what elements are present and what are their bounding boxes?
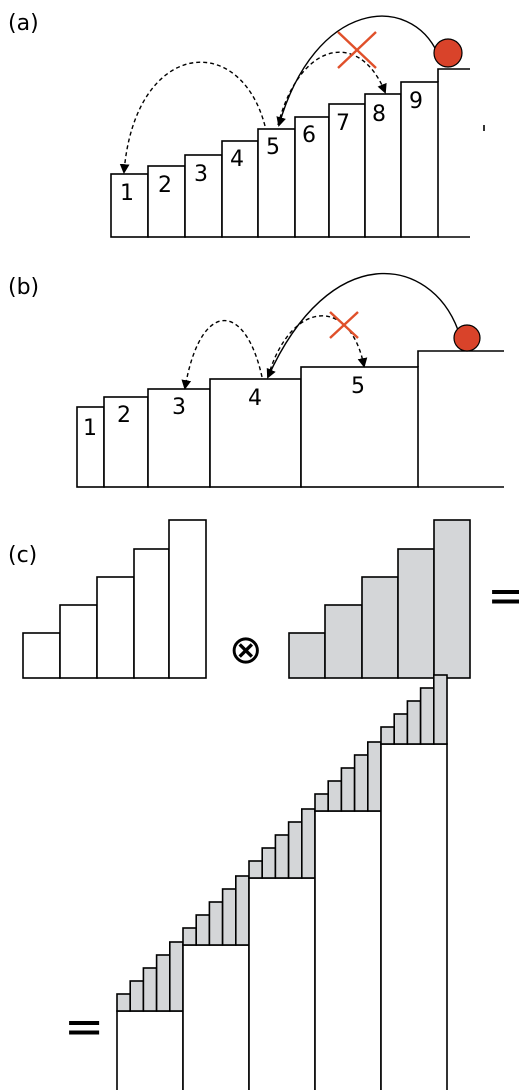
- step-b-number: 4: [248, 386, 262, 411]
- step-a-number: 5: [266, 135, 280, 160]
- hop-arrow-b-left: [181, 319, 263, 390]
- panel-c-label: (c): [8, 543, 37, 568]
- combined-staircase: [116, 674, 448, 1090]
- combined-gray-substep: [182, 927, 197, 946]
- jump-arrow-b: [266, 272, 459, 379]
- step-a-5: [257, 128, 296, 238]
- combined-gray-substep: [340, 767, 356, 812]
- hop-arrow-a-left: [119, 61, 266, 174]
- combined-gray-substep: [221, 888, 237, 946]
- cross-icon: [329, 311, 359, 339]
- combined-gray-substep: [432, 674, 448, 745]
- hop-arrow-a-right: [277, 51, 387, 126]
- step-b-5: [300, 366, 419, 488]
- combined-white-step: [248, 877, 316, 1090]
- combined-gray-substep: [261, 847, 277, 879]
- step-a-number: 2: [158, 173, 172, 198]
- step-a-3: [184, 154, 223, 238]
- step-b-number: 3: [172, 395, 186, 420]
- cross-icon: [337, 31, 377, 69]
- combined-gray-substep: [235, 875, 250, 946]
- combined-gray-substep: [248, 860, 263, 879]
- step-a-number: 4: [230, 147, 244, 172]
- jump-arrow-a: [276, 15, 439, 127]
- step-b-2: [103, 396, 149, 488]
- panel-c: (c) ⊗ = =: [8, 519, 519, 1090]
- step-b-4: [209, 378, 302, 488]
- panel-b-label: (b): [8, 275, 39, 300]
- combined-gray-substep: [327, 780, 343, 812]
- step-a-7: [328, 103, 366, 238]
- equals-sign: =: [487, 568, 519, 624]
- top-platform-b: [417, 350, 504, 367]
- step-a-number: 7: [336, 111, 350, 136]
- step-a-number: 8: [372, 102, 386, 127]
- combined-gray-substep: [195, 914, 211, 946]
- equals-sign: =: [64, 999, 104, 1055]
- combined-white-step: [380, 743, 448, 1090]
- combined-gray-substep: [406, 700, 422, 745]
- gray-staircase: [288, 519, 471, 679]
- step-a-number: 3: [194, 162, 208, 187]
- step-a-number: 6: [302, 123, 316, 148]
- combined-gray-substep: [353, 754, 369, 812]
- step-a-9: [400, 81, 439, 238]
- ball-icon: [433, 38, 463, 68]
- combined-gray-substep: [419, 687, 435, 745]
- circled-times-icon: ⊗: [229, 627, 263, 673]
- combined-gray-substep: [274, 834, 290, 879]
- combined-gray-substep: [155, 954, 171, 1012]
- step-a-8: [364, 93, 402, 238]
- combined-gray-substep: [314, 793, 329, 812]
- combined-gray-substep: [169, 941, 184, 1012]
- combined-white-step: [182, 944, 250, 1090]
- ball-icon: [453, 324, 481, 352]
- step-a-2: [147, 165, 186, 238]
- combined-gray-substep: [393, 713, 409, 745]
- combined-gray-substep: [380, 726, 395, 745]
- combined-gray-substep: [116, 993, 131, 1012]
- panel-b: (b) 1 2 3 4 5: [8, 272, 504, 488]
- step-b-number: 1: [83, 416, 97, 441]
- combined-gray-substep: [287, 821, 303, 879]
- step-b-number: 2: [117, 403, 131, 428]
- step-a-1: [110, 173, 149, 238]
- combined-white-step: [116, 1010, 184, 1090]
- panel-a-label: (a): [8, 11, 39, 36]
- step-a-number: 9: [409, 89, 423, 114]
- white-staircase: [22, 519, 207, 679]
- step-a-6: [294, 116, 330, 238]
- hop-arrow-b-right: [267, 315, 368, 378]
- combined-white-step: [314, 810, 382, 1090]
- combined-gray-substep: [300, 808, 316, 879]
- top-platform-a: [437, 68, 470, 82]
- step-b-number: 5: [351, 374, 365, 399]
- panel-a: (a) 1 2 3 4 5 6 7 8 9: [8, 11, 485, 238]
- combined-gray-substep: [129, 980, 145, 1012]
- combined-gray-substep: [366, 741, 382, 812]
- combined-gray-substep: [142, 967, 158, 1012]
- combined-gray-substep: [208, 901, 224, 946]
- step-a-number: 1: [120, 181, 134, 206]
